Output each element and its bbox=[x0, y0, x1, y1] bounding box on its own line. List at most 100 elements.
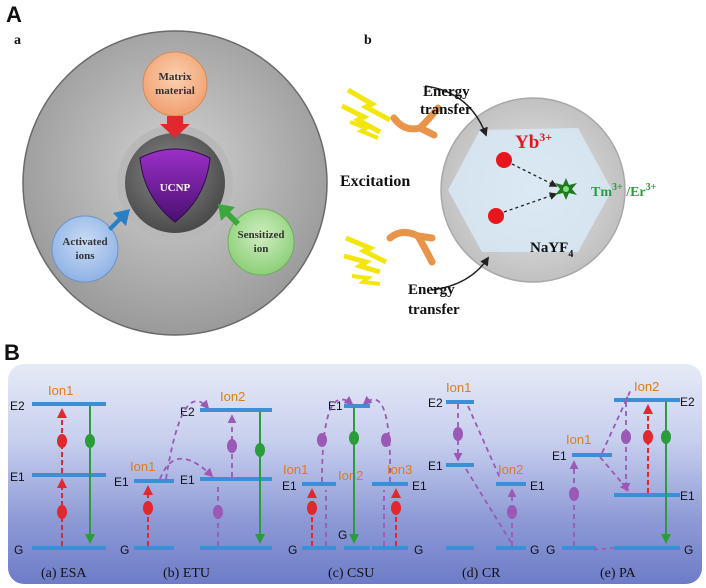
etu-ion1-g-label: G bbox=[120, 543, 129, 557]
esa-diagram: E2 E1 G Ion1 (a) ESA bbox=[10, 383, 106, 581]
activated-label-line1: Activated bbox=[62, 236, 107, 248]
etu-step1-badge bbox=[143, 501, 153, 515]
cr-ion1-label: Ion1 bbox=[446, 380, 471, 395]
csu-step2a-badge bbox=[317, 433, 327, 447]
esa-g-level bbox=[32, 546, 106, 550]
csu-step2b-badge bbox=[381, 433, 391, 447]
csu-ion3-e1-level bbox=[372, 482, 408, 486]
pa-diagram: E1 E2 E1 G G Ion1 Ion2 (e) PA bbox=[546, 379, 695, 581]
etu-ion2-e2-label: E2 bbox=[180, 405, 195, 419]
cr-diagram: E2 E1 E1 G Ion1 Ion2 (d) CR bbox=[428, 380, 545, 581]
lightning-bottom-icon bbox=[343, 235, 388, 286]
csu-step1a-badge bbox=[307, 501, 317, 515]
ucnp-core bbox=[139, 148, 211, 223]
csu-ion2-g-level bbox=[344, 546, 370, 550]
pa-step-emission-badge bbox=[661, 430, 671, 444]
ligand-bottom-icon bbox=[386, 229, 436, 266]
csu-ion1-e1-label: E1 bbox=[282, 479, 297, 493]
pa-ion2-g-label: G bbox=[684, 543, 693, 557]
csu-ion2-e1-level bbox=[344, 404, 370, 408]
pa-ion2-e2-level bbox=[614, 398, 680, 402]
activated-label-line2: ions bbox=[76, 250, 96, 262]
matrix-arrow-icon bbox=[160, 116, 190, 138]
cr-ion1-e1-label: E1 bbox=[428, 459, 443, 473]
etu-ion2-e2-level bbox=[200, 408, 272, 412]
csu-ion3-g-label: G bbox=[414, 543, 423, 557]
pa-ion1-e1-label: E1 bbox=[552, 449, 567, 463]
esa-e1-label: E1 bbox=[10, 470, 25, 484]
etu-ion2-label: Ion2 bbox=[220, 389, 245, 404]
csu-transfer-left bbox=[321, 395, 354, 483]
etu-step3-badge bbox=[227, 439, 237, 453]
csu-ion1-e1-level bbox=[302, 482, 336, 486]
matrix-material-node bbox=[142, 51, 208, 117]
esa-ion1-label: Ion1 bbox=[48, 383, 73, 398]
cr-ion1-e2-level bbox=[446, 400, 474, 404]
esa-caption: (a) ESA bbox=[41, 566, 87, 581]
csu-diagram: E1 G E1 G E1 G Ion1 Ion2 Ion3 (c) CSU bbox=[282, 395, 427, 581]
pa-ion1-e1-level bbox=[572, 453, 612, 457]
etu-transfer-2 bbox=[165, 399, 210, 480]
energy-transfer-bottom-arrow bbox=[431, 256, 489, 291]
matrix-label-line1: Matrix bbox=[159, 71, 192, 83]
etu-ion1-label: Ion1 bbox=[130, 459, 155, 474]
pa-ion1-g-label: G bbox=[546, 543, 555, 557]
csu-ion1-g-label: G bbox=[288, 543, 297, 557]
yb-label: Yb3+ bbox=[515, 130, 552, 153]
esa-g-label: G bbox=[14, 543, 23, 557]
cr-ion1-e2-label: E2 bbox=[428, 396, 443, 410]
pa-step-ion1-badge bbox=[569, 487, 579, 501]
panel-a-letter: A bbox=[6, 2, 22, 27]
nayf4-lattice bbox=[448, 128, 612, 252]
csu-ion3-e1-label: E1 bbox=[412, 479, 427, 493]
energy-transfer-top-arrow bbox=[424, 85, 488, 137]
pa-ion1-label: Ion1 bbox=[566, 432, 591, 447]
etu-ion2-e1-level bbox=[200, 477, 272, 481]
sensitized-label-line1: Sensitized bbox=[237, 229, 284, 241]
csu-ion3-label: Ion3 bbox=[387, 462, 412, 477]
pa-ion2-e1-label: E1 bbox=[680, 489, 695, 503]
cr-ion2-e1-label: E1 bbox=[530, 479, 545, 493]
energy-bottom-line1: Energy bbox=[408, 282, 455, 298]
pa-ion1-g-level bbox=[562, 546, 596, 550]
etu-ion2-g-level bbox=[200, 546, 272, 550]
etu-step4-badge bbox=[255, 443, 265, 457]
csu-ion1-label: Ion1 bbox=[283, 462, 308, 477]
lightning-top-icon bbox=[340, 87, 392, 140]
csu-step1b-badge bbox=[391, 501, 401, 515]
nayf4-label: NaYF4 bbox=[530, 240, 573, 260]
cr-step1-badge bbox=[453, 427, 463, 441]
ucnp-label: UCNP bbox=[160, 182, 191, 194]
activated-ions-node bbox=[51, 215, 119, 283]
pa-arc bbox=[601, 391, 631, 454]
etu-step2-badge bbox=[213, 505, 223, 519]
csu-ion3-g-level bbox=[372, 546, 408, 550]
activated-arrow-icon bbox=[108, 209, 130, 231]
sensitized-ion-node bbox=[227, 208, 295, 276]
subpanel-a-letter: a bbox=[14, 33, 21, 48]
tm-er-label: Tm3+ /Er3+ bbox=[591, 182, 657, 200]
cr-ion2-g-level bbox=[496, 546, 526, 550]
energy-bottom-line2: transfer bbox=[408, 302, 460, 318]
etu-ion1-e1-label: E1 bbox=[114, 475, 129, 489]
cr-ion1-g-level bbox=[446, 546, 474, 550]
esa-e1-level bbox=[32, 473, 106, 477]
pa-step-ion2-badge bbox=[621, 430, 631, 444]
ligand-top-icon bbox=[390, 104, 442, 139]
csu-caption: (c) CSU bbox=[328, 566, 374, 581]
cr-step2-badge bbox=[507, 505, 517, 519]
yb-ion-bottom bbox=[488, 208, 504, 224]
cr-ion1-e1-level bbox=[446, 463, 474, 467]
excitation-label: Excitation bbox=[340, 173, 410, 190]
panel-b-letter: B bbox=[4, 340, 20, 365]
csu-ion2-g-label: G bbox=[338, 528, 347, 542]
esa-step2-badge bbox=[57, 434, 67, 448]
pa-ion2-e1-level bbox=[614, 493, 680, 497]
csu-step3-badge bbox=[349, 431, 359, 445]
pa-ion2-e2-label: E2 bbox=[680, 395, 695, 409]
pa-ion2-label: Ion2 bbox=[634, 379, 659, 394]
sensitized-arrow-icon bbox=[218, 204, 240, 226]
csu-ion1-g-level bbox=[302, 546, 336, 550]
esa-step3-badge bbox=[85, 434, 95, 448]
